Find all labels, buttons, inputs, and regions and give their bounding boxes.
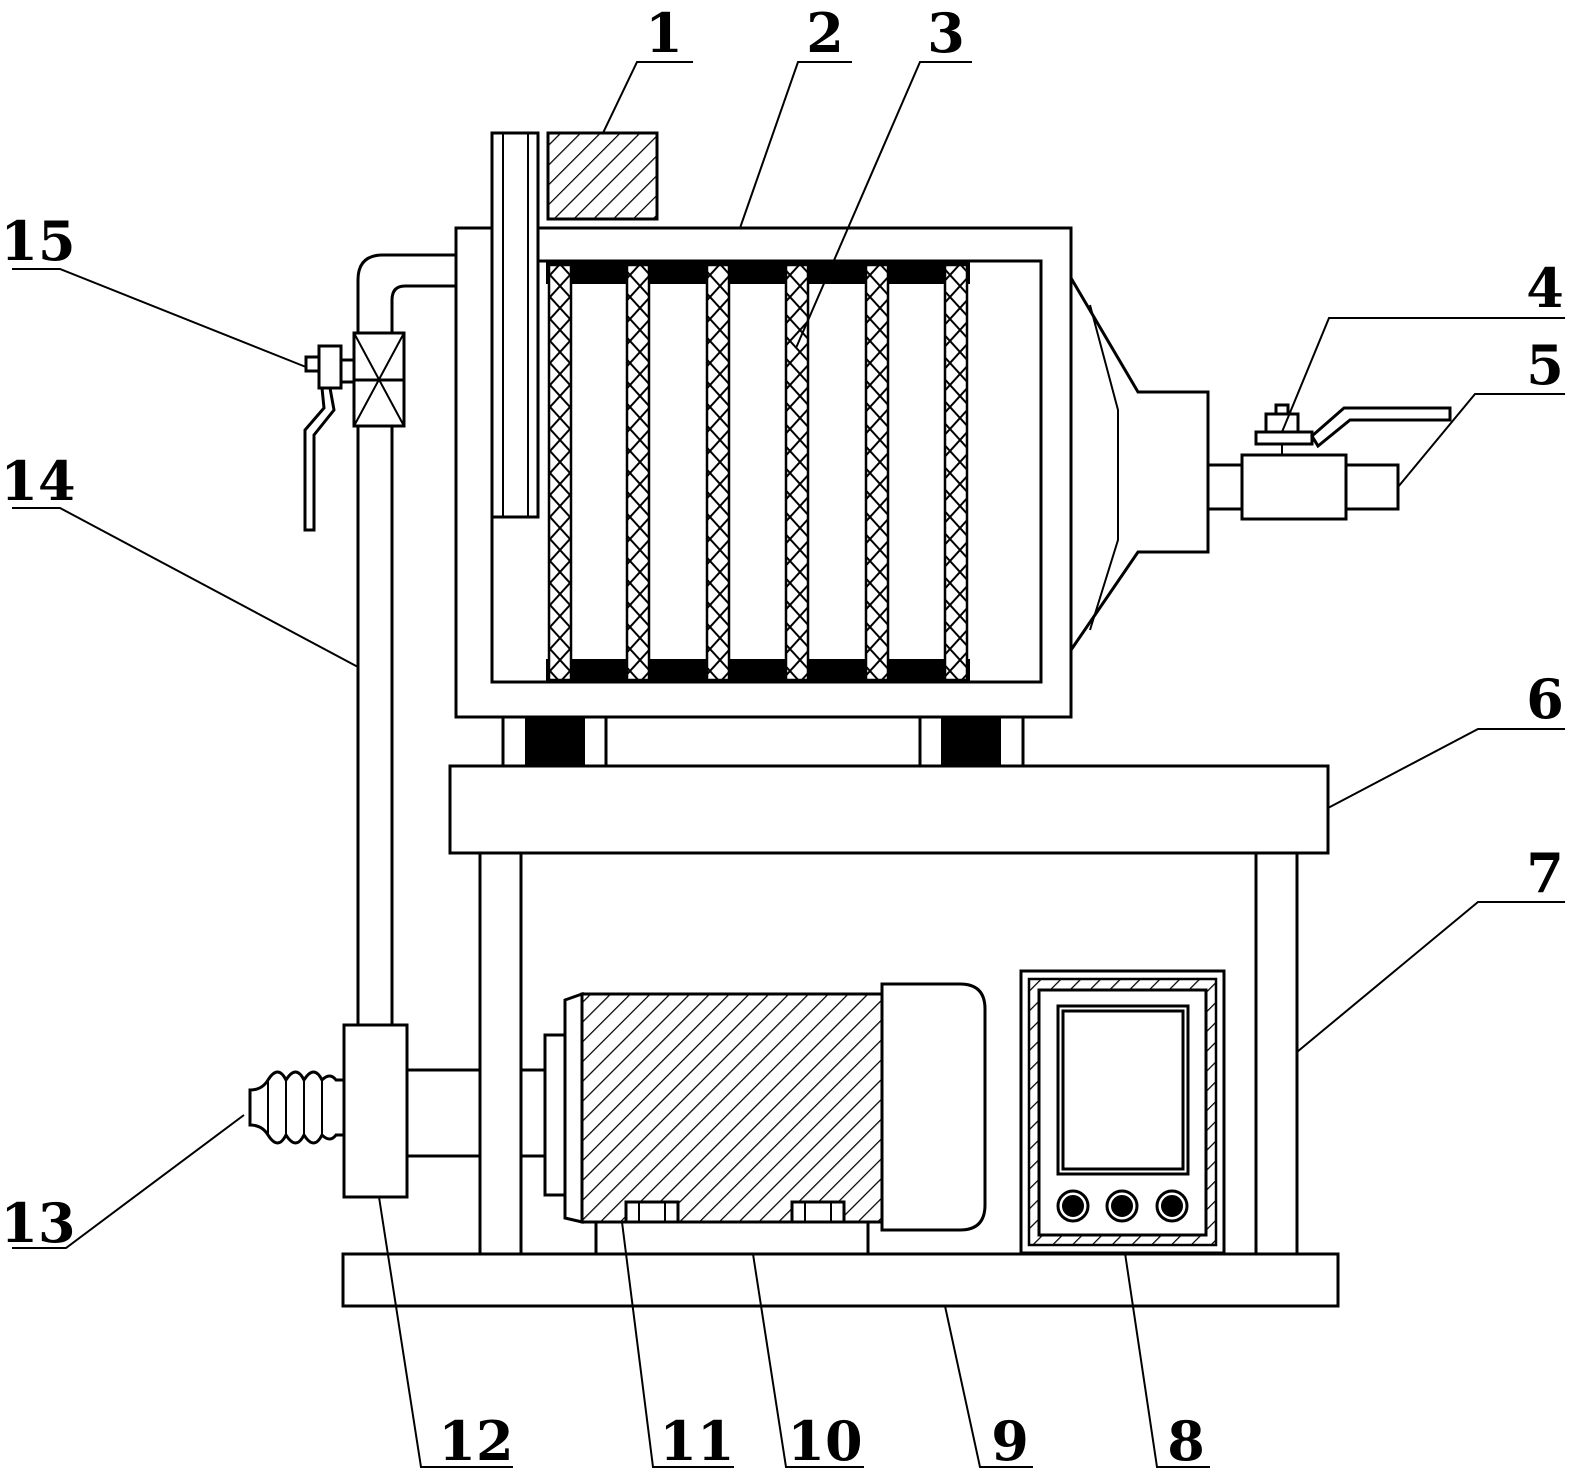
return-valve xyxy=(303,331,406,532)
motor-mount-base xyxy=(594,1220,870,1256)
label-6: 6 xyxy=(1526,667,1564,731)
label-11: 11 xyxy=(659,1409,734,1473)
outlet-cone xyxy=(1069,272,1210,655)
label-4: 4 xyxy=(1526,256,1564,320)
motor-coupling xyxy=(519,1033,567,1197)
support-platform xyxy=(448,764,1330,855)
label-8: 8 xyxy=(1167,1409,1205,1473)
top-drive-unit xyxy=(490,131,659,519)
controller-box xyxy=(1019,969,1226,1255)
label-10: 10 xyxy=(787,1409,862,1473)
inlet-bellows xyxy=(248,1070,346,1145)
label-15: 15 xyxy=(0,209,75,273)
label-9: 9 xyxy=(991,1409,1029,1473)
motor xyxy=(563,982,987,1232)
return-pipe xyxy=(356,253,456,1025)
label-5: 5 xyxy=(1526,333,1564,397)
base-plate xyxy=(341,1252,1340,1308)
label-12: 12 xyxy=(438,1409,513,1473)
outlet-pipe-valve xyxy=(1206,403,1452,521)
label-14: 14 xyxy=(0,449,75,513)
pump-body xyxy=(342,1023,482,1199)
housing-feet xyxy=(501,715,1025,768)
label-3: 3 xyxy=(927,1,965,65)
support-frame xyxy=(478,851,1299,1256)
filter-plates xyxy=(547,263,969,682)
label-1: 1 xyxy=(645,1,683,65)
motor-bolts xyxy=(624,1200,846,1224)
label-13: 13 xyxy=(0,1191,75,1255)
label-2: 2 xyxy=(806,1,844,65)
leader-lines xyxy=(12,61,1565,1468)
label-7: 7 xyxy=(1526,841,1564,905)
